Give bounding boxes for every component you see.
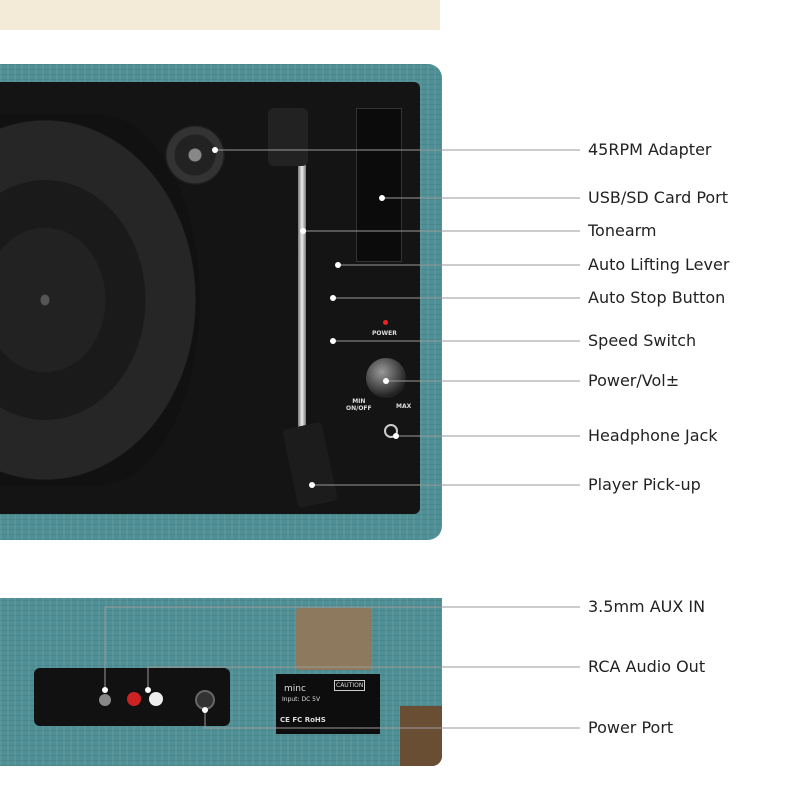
label-speed-switch: Speed Switch [588,331,697,350]
rating-label: minc Input: DC 5V CE FC RoHS CAUTION [276,674,380,734]
label-headphone-jack: Headphone Jack [588,426,718,445]
rca-out-red[interactable] [127,692,141,706]
callout-line-rca [147,666,580,690]
label-aux-in: 3.5mm AUX IN [588,597,706,616]
label-player-pickup: Player Pick-up [588,475,701,494]
headphone-jack[interactable] [384,424,398,438]
knob-max-label: MAX [396,403,412,410]
caution-text: CAUTION [334,680,366,691]
adapter-45rpm [165,125,225,185]
usb-sd-module [356,108,402,262]
corner-cap [400,706,442,766]
label-rca-audio-out: RCA Audio Out [588,657,706,676]
input-rating: Input: DC 5V [282,696,321,703]
callout-line-power-port [204,710,580,729]
label-power-vol: Power/Vol± [588,371,680,390]
label-auto-lifting-lever: Auto Lifting Lever [588,255,730,274]
label-tonearm: Tonearm [588,221,657,240]
label-auto-stop-button: Auto Stop Button [588,288,726,307]
tonearm [298,150,306,430]
brand-text: minc [284,684,306,694]
power-led-label: POWER [372,330,397,337]
knob-min-label: MIN ON/OFF [346,398,372,412]
aux-in-port[interactable] [99,694,111,706]
platter [0,115,200,485]
hinge [296,608,372,670]
lid-inner [0,0,440,30]
callout-lines [102,147,580,729]
callout-line-aux [104,606,580,690]
label-45rpm-adapter: 45RPM Adapter [588,140,712,159]
tonearm-counterweight [268,108,308,166]
power-led [383,320,388,325]
rca-out-white[interactable] [149,692,163,706]
label-power-port: Power Port [588,718,674,737]
cert-marks: CE FC RoHS [280,716,326,724]
label-usb-sd-card-port: USB/SD Card Port [588,188,729,207]
